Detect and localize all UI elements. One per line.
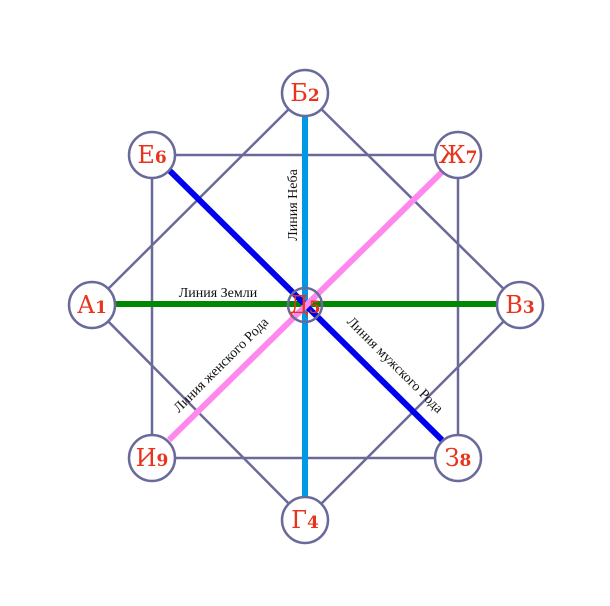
node-number: 5 (309, 298, 321, 318)
node-z: З8 (433, 433, 483, 483)
node-label: Е6 (137, 141, 166, 169)
node-circle (67, 280, 117, 330)
node-number: 8 (460, 451, 472, 471)
node-letter: Ж (439, 141, 466, 169)
male-line-label: Линия мужского Рода (343, 314, 446, 417)
node-b: Б2 (280, 68, 330, 118)
node-letter: В (505, 291, 523, 319)
node-label: Г4 (291, 506, 319, 534)
node-label: Б2 (290, 79, 319, 107)
node-number: 7 (466, 148, 478, 168)
node-a: А1 (67, 280, 117, 330)
node-circle (433, 433, 483, 483)
node-circle (127, 433, 177, 483)
node-letter: Б (290, 79, 308, 107)
node-circle (280, 68, 330, 118)
node-circle (495, 280, 545, 330)
node-number: 9 (157, 451, 169, 471)
node-label: И9 (136, 444, 169, 472)
female-line-label: Линия женского Рода (171, 315, 272, 416)
node-number: 4 (307, 513, 319, 533)
node-label: Ж7 (439, 141, 478, 169)
node-g: Г4 (280, 495, 330, 545)
node-circle (280, 495, 330, 545)
node-number: 2 (308, 86, 320, 106)
node-e: Е6 (127, 130, 177, 180)
earth-line-label: Линия Земли (179, 286, 258, 301)
node-number: 3 (523, 298, 535, 318)
sky-line-label: Линия Неба (286, 168, 301, 240)
node-letter: Д (289, 291, 309, 319)
node-letter: И (136, 444, 157, 472)
node-number: 6 (155, 148, 167, 168)
node-zh: Ж7 (433, 130, 483, 180)
node-circle (433, 130, 483, 180)
node-number: 1 (95, 298, 107, 318)
female-line (166, 169, 445, 443)
node-letter: З (445, 444, 460, 472)
node-letter: Е (137, 141, 155, 169)
node-label: А1 (77, 291, 107, 319)
node-label: З8 (445, 444, 472, 472)
node-circle (127, 130, 177, 180)
node-letter: А (77, 291, 95, 319)
node-i: И9 (127, 433, 177, 483)
node-circle (286, 286, 324, 324)
node-label: Д5 (289, 291, 320, 319)
node-v: В3 (495, 280, 545, 330)
node-letter: Г (291, 506, 307, 534)
node-d: Д5 (286, 286, 324, 324)
node-label: В3 (505, 291, 534, 319)
